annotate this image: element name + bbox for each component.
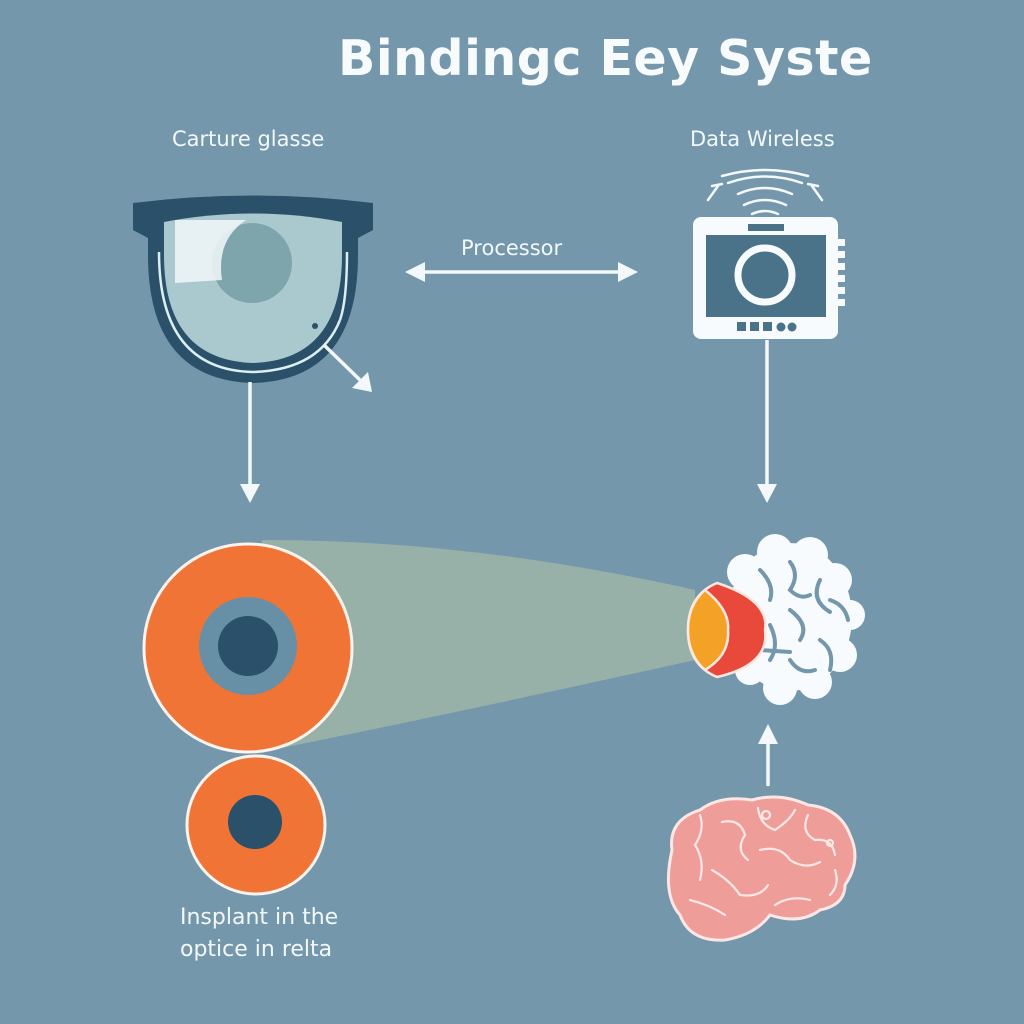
retina-implant-eye-icon (142, 542, 354, 754)
wifi-signal-icon (706, 168, 824, 216)
implant-label: Insplant in the optice in relta (180, 902, 380, 966)
arrow-down-left (240, 382, 260, 503)
brain-icon (666, 795, 857, 942)
arrow-down-right (757, 340, 777, 503)
processor-double-arrow[interactable] (405, 262, 638, 282)
arrow-diagonal (322, 343, 372, 392)
processor-label: Processor (461, 236, 563, 260)
arrow-up-right (758, 724, 778, 786)
light-beam (262, 540, 695, 752)
data-wireless-label: Data Wireless (690, 127, 835, 151)
page-title: Bindingc Eey Syste (338, 30, 873, 87)
retina-implant-small-icon (185, 754, 327, 896)
wireless-camera-device-icon (693, 168, 845, 339)
capture-glasses-label: Carture glasse (172, 127, 325, 151)
implant-label-line2: optice in relta (180, 937, 333, 962)
glasses-lens-icon (133, 195, 373, 383)
brain-with-eye-icon (686, 534, 865, 705)
implant-label-line1: Insplant in the (180, 905, 339, 930)
